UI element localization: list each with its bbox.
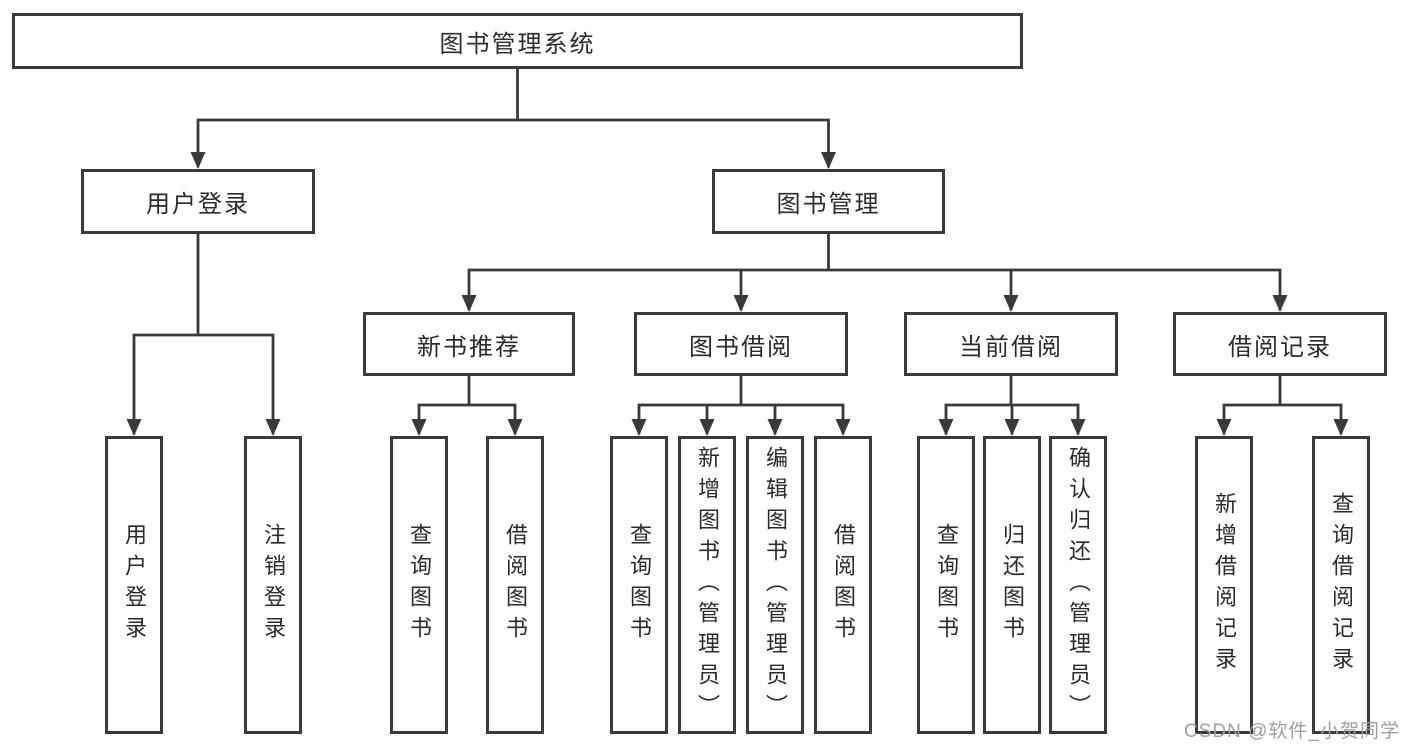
node-new-book-recommend: 新书推荐 <box>363 312 575 376</box>
connector-current-borrow-branch <box>938 374 1086 436</box>
leaf-logout-login: 注销登录 <box>244 436 302 734</box>
leaf-current-confirm-return-admin-label: 确认归还（管理员） <box>1066 445 1091 725</box>
arrowhead-icon <box>461 295 477 312</box>
connector-book-management-branch <box>461 232 1288 312</box>
arrowhead-icon <box>126 419 142 436</box>
leaf-borrow-borrow-book-label: 借阅图书 <box>831 523 856 647</box>
leaf-current-return-book-label: 归还图书 <box>1000 523 1025 647</box>
node-borrow-records: 借阅记录 <box>1173 312 1387 376</box>
node-book-management-label: 图书管理 <box>776 191 881 218</box>
leaf-borrow-query-book: 查询图书 <box>610 436 668 734</box>
connector-book-borrow-branch <box>631 374 851 436</box>
leaf-recommend-borrow-book-label: 借阅图书 <box>503 523 528 647</box>
leaf-current-query-book-label: 查询图书 <box>934 523 959 647</box>
node-current-borrow-label: 当前借阅 <box>959 333 1063 361</box>
node-user-login: 用户登录 <box>81 169 315 234</box>
leaf-borrow-add-book-admin: 新增图书（管理员） <box>678 436 736 734</box>
node-borrow-records-label: 借阅记录 <box>1228 333 1332 361</box>
watermark: CSDN @软件_小贺同学 <box>1184 721 1400 742</box>
connector-new-book-recommend-branch <box>411 374 523 436</box>
arrowhead-icon <box>821 152 836 169</box>
leaf-records-add-record-label: 新增借阅记录 <box>1212 492 1237 678</box>
leaf-records-add-record: 新增借阅记录 <box>1195 436 1253 734</box>
node-new-book-recommend-label: 新书推荐 <box>417 333 521 361</box>
leaf-user-login-label: 用户登录 <box>122 523 147 647</box>
arrowhead-icon <box>1216 419 1232 436</box>
leaf-logout-login-label: 注销登录 <box>261 523 286 647</box>
leaf-user-login: 用户登录 <box>105 436 163 734</box>
connector-user-login-branch <box>126 232 281 436</box>
leaf-current-return-book: 归还图书 <box>983 436 1041 734</box>
node-book-borrow-label: 图书借阅 <box>689 333 793 361</box>
leaf-borrow-edit-book-admin: 编辑图书（管理员） <box>746 436 804 734</box>
node-user-login-label: 用户登录 <box>146 191 250 218</box>
node-current-borrow: 当前借阅 <box>904 312 1118 376</box>
node-book-management: 图书管理 <box>712 169 945 234</box>
leaf-recommend-borrow-book: 借阅图书 <box>486 436 544 734</box>
arrowhead-icon <box>767 419 783 436</box>
arrowhead-icon <box>938 419 954 436</box>
arrowhead-icon <box>507 419 523 436</box>
node-root-label: 图书管理系统 <box>439 30 596 58</box>
leaf-current-query-book: 查询图书 <box>917 436 975 734</box>
leaf-records-query-record: 查询借阅记录 <box>1312 436 1370 734</box>
arrowhead-icon <box>265 419 281 436</box>
node-root: 图书管理系统 <box>12 13 1023 69</box>
arrowhead-icon <box>835 419 851 436</box>
leaf-borrow-borrow-book: 借阅图书 <box>814 436 872 734</box>
arrowhead-icon <box>699 419 715 436</box>
leaf-borrow-add-book-admin-label: 新增图书（管理员） <box>695 445 720 725</box>
arrowhead-icon <box>411 419 427 436</box>
arrowhead-icon <box>1004 419 1020 436</box>
arrowhead-icon <box>1070 419 1086 436</box>
connector-borrow-records-branch <box>1216 374 1349 436</box>
arrowhead-icon <box>733 295 749 312</box>
leaf-borrow-edit-book-admin-label: 编辑图书（管理员） <box>763 445 788 725</box>
arrowhead-icon <box>1003 295 1019 312</box>
arrowhead-icon <box>1272 295 1288 312</box>
arrowhead-icon <box>1333 419 1349 436</box>
leaf-borrow-query-book-label: 查询图书 <box>627 523 652 647</box>
leaf-records-query-record-label: 查询借阅记录 <box>1329 492 1354 678</box>
arrowhead-icon <box>190 152 206 169</box>
leaf-current-confirm-return-admin: 确认归还（管理员） <box>1049 436 1107 734</box>
leaf-recommend-query-book-label: 查询图书 <box>407 523 432 647</box>
node-book-borrow: 图书借阅 <box>634 312 848 376</box>
arrowhead-icon <box>631 419 647 436</box>
leaf-recommend-query-book: 查询图书 <box>390 436 448 734</box>
connector-root-branch <box>190 67 836 169</box>
